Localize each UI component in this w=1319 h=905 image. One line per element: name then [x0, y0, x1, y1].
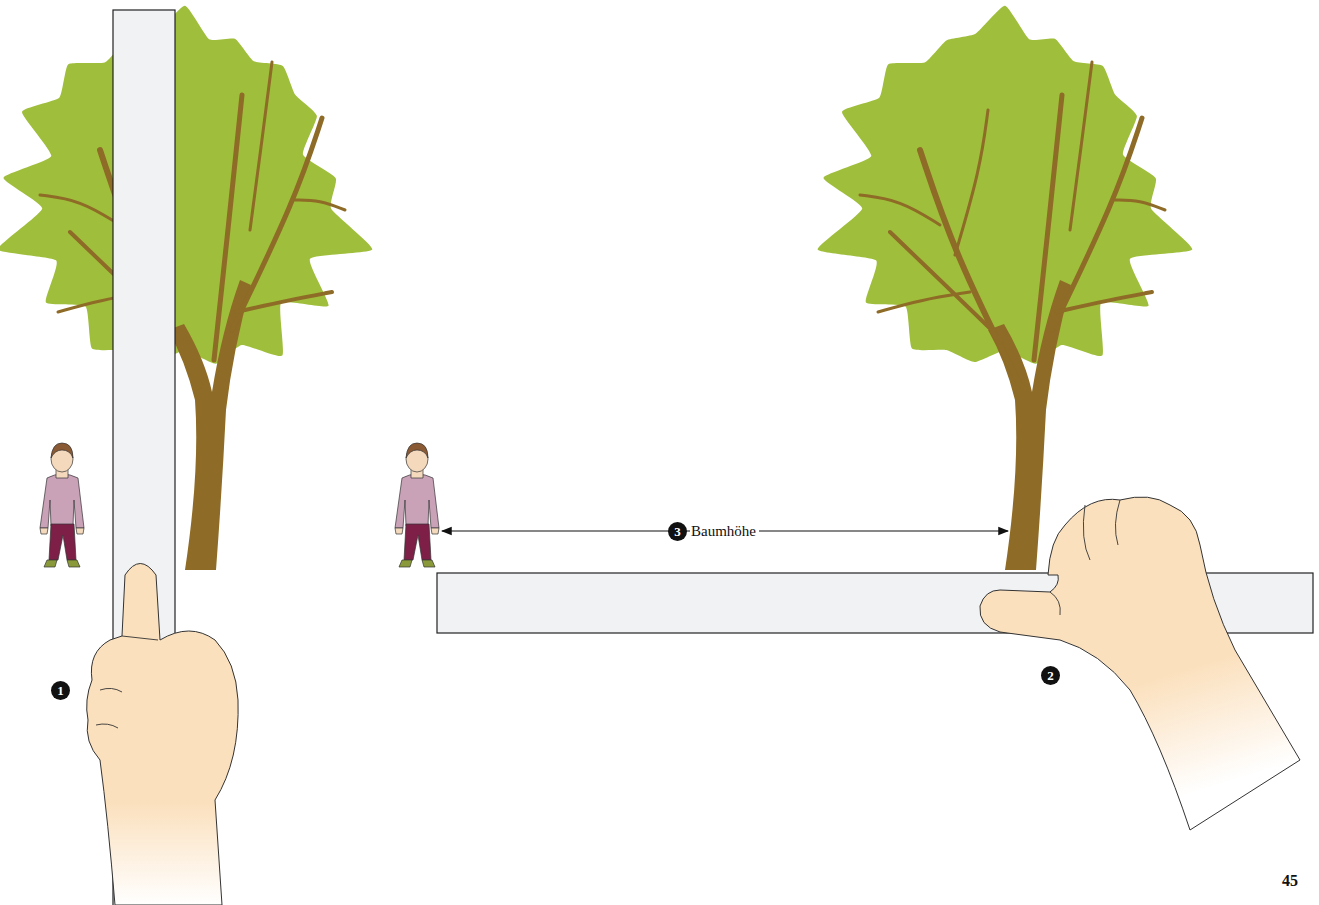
hand-detail — [1050, 500, 1120, 615]
person — [40, 443, 84, 567]
tree — [818, 6, 1193, 570]
callout-number: 1 — [51, 681, 70, 700]
dimension-label: Baumhöhe — [690, 523, 759, 540]
callout-number: 2 — [1041, 666, 1060, 685]
callout-number: 3 — [668, 522, 687, 541]
tree-branch — [250, 62, 272, 230]
person-hands — [40, 528, 84, 534]
tree-crown — [818, 6, 1193, 364]
tree-branch — [1070, 62, 1092, 230]
tree-trunk — [988, 280, 1071, 570]
tree-branch — [955, 110, 988, 255]
tree-trunk — [168, 280, 251, 570]
person-shoes — [44, 560, 80, 567]
person-hands — [395, 528, 439, 534]
person — [395, 443, 439, 567]
tree-crown — [0, 6, 372, 364]
person-shirt — [40, 474, 84, 528]
tree-branch — [920, 150, 1020, 385]
tree-branch — [890, 232, 1002, 340]
person-hair — [51, 443, 73, 458]
hand — [980, 497, 1300, 830]
tree-branch — [40, 195, 120, 225]
tree-branch — [295, 200, 345, 210]
tree-branch — [1115, 200, 1165, 210]
hand-detail — [96, 636, 158, 728]
tree-branch — [878, 292, 970, 312]
tree-branch — [860, 195, 940, 225]
page-number: 45 — [1282, 872, 1298, 890]
person-shirt — [395, 474, 439, 528]
person-shoes — [399, 560, 435, 567]
person-trousers — [49, 524, 76, 560]
tree-branch — [1056, 292, 1152, 312]
tree — [0, 6, 372, 570]
person-hair — [406, 443, 428, 458]
tree-branch — [236, 292, 332, 312]
hand — [87, 564, 238, 905]
person-trousers — [404, 524, 431, 560]
